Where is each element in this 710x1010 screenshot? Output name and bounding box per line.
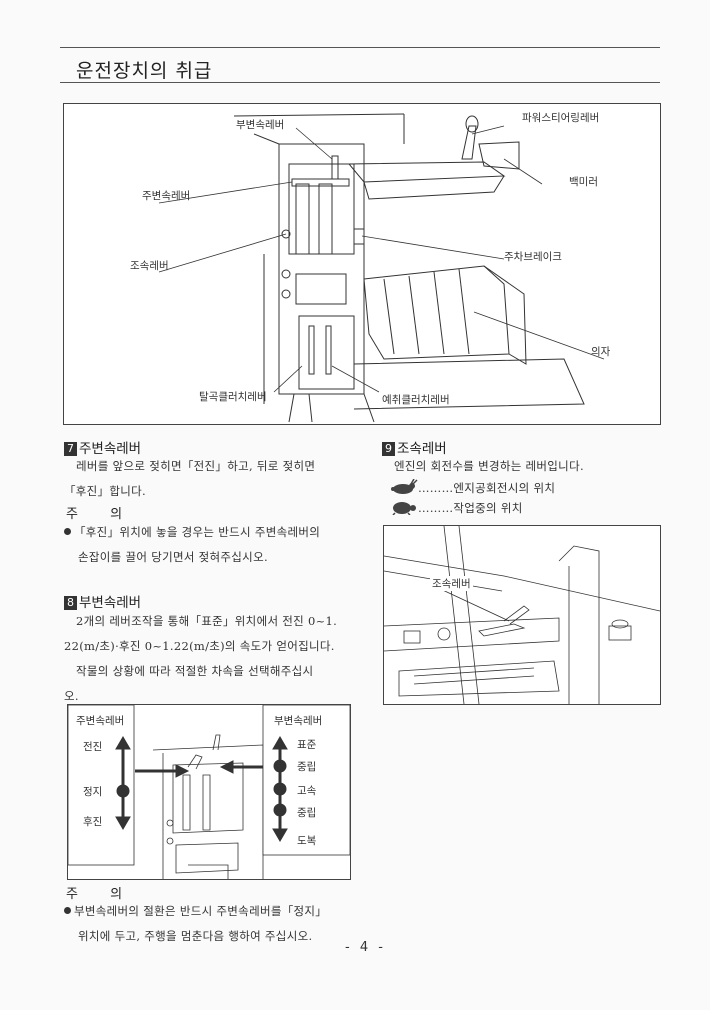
section-7-caution-title: 주 의 <box>66 507 137 522</box>
callout-parking-brake: 주차브레이크 <box>504 251 562 263</box>
section-7-caution-line: 손잡이를 끌어 당기면서 젖혀주십시오. <box>78 550 268 564</box>
callout-power-steering-lever: 파워스티어링레버 <box>522 112 600 124</box>
callout-reaping-clutch-lever: 예취클러치레버 <box>382 394 450 406</box>
turtle-icon <box>392 502 416 516</box>
callout-threshing-clutch-lever: 탈곡클러치레버 <box>199 391 267 403</box>
section-8-line: 작물의 상황에 따라 적절한 차속을 선택해주십시 <box>76 664 314 678</box>
section-7-caution-body: 「후진」위치에 놓을 경우는 반드시 주변속레버의 손잡이를 끌어 당기면서 젖… <box>64 520 364 570</box>
sub-shift-position: 표준 <box>297 739 317 751</box>
bottom-caution-line: 부변속레버의 절환은 반드시 주변속레버를「정지」 <box>64 899 364 924</box>
throttle-lever-illustration <box>384 526 660 704</box>
section-8-number: 8 <box>64 596 77 610</box>
section-9-title: 조속레버 <box>397 441 447 457</box>
callout-sub-shift-lever: 부변속레버 <box>236 119 285 131</box>
bullet-icon <box>64 907 71 914</box>
bottom-caution-line: 위치에 두고, 주행을 멈춘다음 행하여 주십시오. <box>78 929 313 943</box>
main-shift-position: 후진 <box>83 816 103 828</box>
turtle-position-row: ………작업중의 위치 <box>388 496 668 521</box>
page-title: 운전장치의 취급 <box>76 60 213 82</box>
page-number: - 4 - <box>345 940 386 955</box>
callout-throttle-lever: 조속레버 <box>130 260 169 272</box>
section-7-line: 레버를 앞으로 젖히면「전진」하고, 뒤로 젖히면 <box>76 459 316 473</box>
rabbit-icon <box>391 478 418 494</box>
header-top-rule <box>60 47 660 48</box>
main-shift-position: 전진 <box>83 741 103 753</box>
bottom-caution-body: 부변속레버의 절환은 반드시 주변속레버를「정지」 위치에 두고, 주행을 멈춘… <box>64 899 364 949</box>
throttle-lever-figure: 조속레버 <box>383 525 661 705</box>
sub-shift-position: 고속 <box>297 785 317 797</box>
section-9-body: 엔진의 회전수를 변경하는 레버입니다. <box>382 454 672 479</box>
sub-shift-position: 중립 <box>297 761 317 773</box>
section-9-line: 엔진의 회전수를 변경하는 레버입니다. <box>394 459 584 473</box>
callout-main-shift-lever: 주변속레버 <box>142 190 191 202</box>
section-7-number: 7 <box>64 442 77 456</box>
section-8-line: 오. <box>64 689 79 703</box>
rabbit-position-row: ………엔지공회전시의 위치 <box>388 476 668 501</box>
sub-shift-position: 중립 <box>297 807 317 819</box>
section-8-body: 2개의 레버조작을 통해「표준」위치에서 전진 0~1. 22(m/초)·후진 … <box>64 609 364 709</box>
sub-shift-title: 부변속레버 <box>274 715 323 727</box>
header-bottom-rule <box>60 82 660 83</box>
section-7-body: 레버를 앞으로 젖히면「전진」하고, 뒤로 젖히면 「후진」합니다. <box>64 454 364 504</box>
section-8-line: 2개의 레버조작을 통해「표준」위치에서 전진 0~1. <box>76 614 338 628</box>
main-shift-title: 주변속레버 <box>76 715 125 727</box>
throttle-lever-label: 조속레버 <box>430 576 473 591</box>
section-7-line: 「후진」합니다. <box>64 484 146 498</box>
shift-lever-figure: 주변속레버 전진 정지 후진 부변속레버 표준 중립 고속 중립 도복 <box>67 704 351 880</box>
operator-area-illustration <box>158 113 605 423</box>
callout-rear-mirror: 백미러 <box>569 176 598 188</box>
bottom-caution-title: 주 의 <box>66 887 137 902</box>
section-9-number: 9 <box>382 442 395 456</box>
operator-area-figure: 부변속레버 파워스티어링레버 주변속레버 백미러 조속레버 주차브레이크 의자 … <box>63 103 661 425</box>
section-8-line: 22(m/초)·후진 0~1.22(m/초)의 속도가 얻어집니다. <box>64 639 335 653</box>
bullet-icon <box>64 528 71 535</box>
callout-seat: 의자 <box>591 346 611 358</box>
section-7-title: 주변속레버 <box>79 441 142 457</box>
section-7-caution-line: 「후진」위치에 놓을 경우는 반드시 주변속레버의 <box>64 520 364 545</box>
shift-lever-illustration <box>68 705 350 879</box>
section-8-title: 부변속레버 <box>79 595 142 611</box>
sub-shift-position: 도복 <box>297 835 317 847</box>
main-shift-position: 정지 <box>83 786 103 798</box>
